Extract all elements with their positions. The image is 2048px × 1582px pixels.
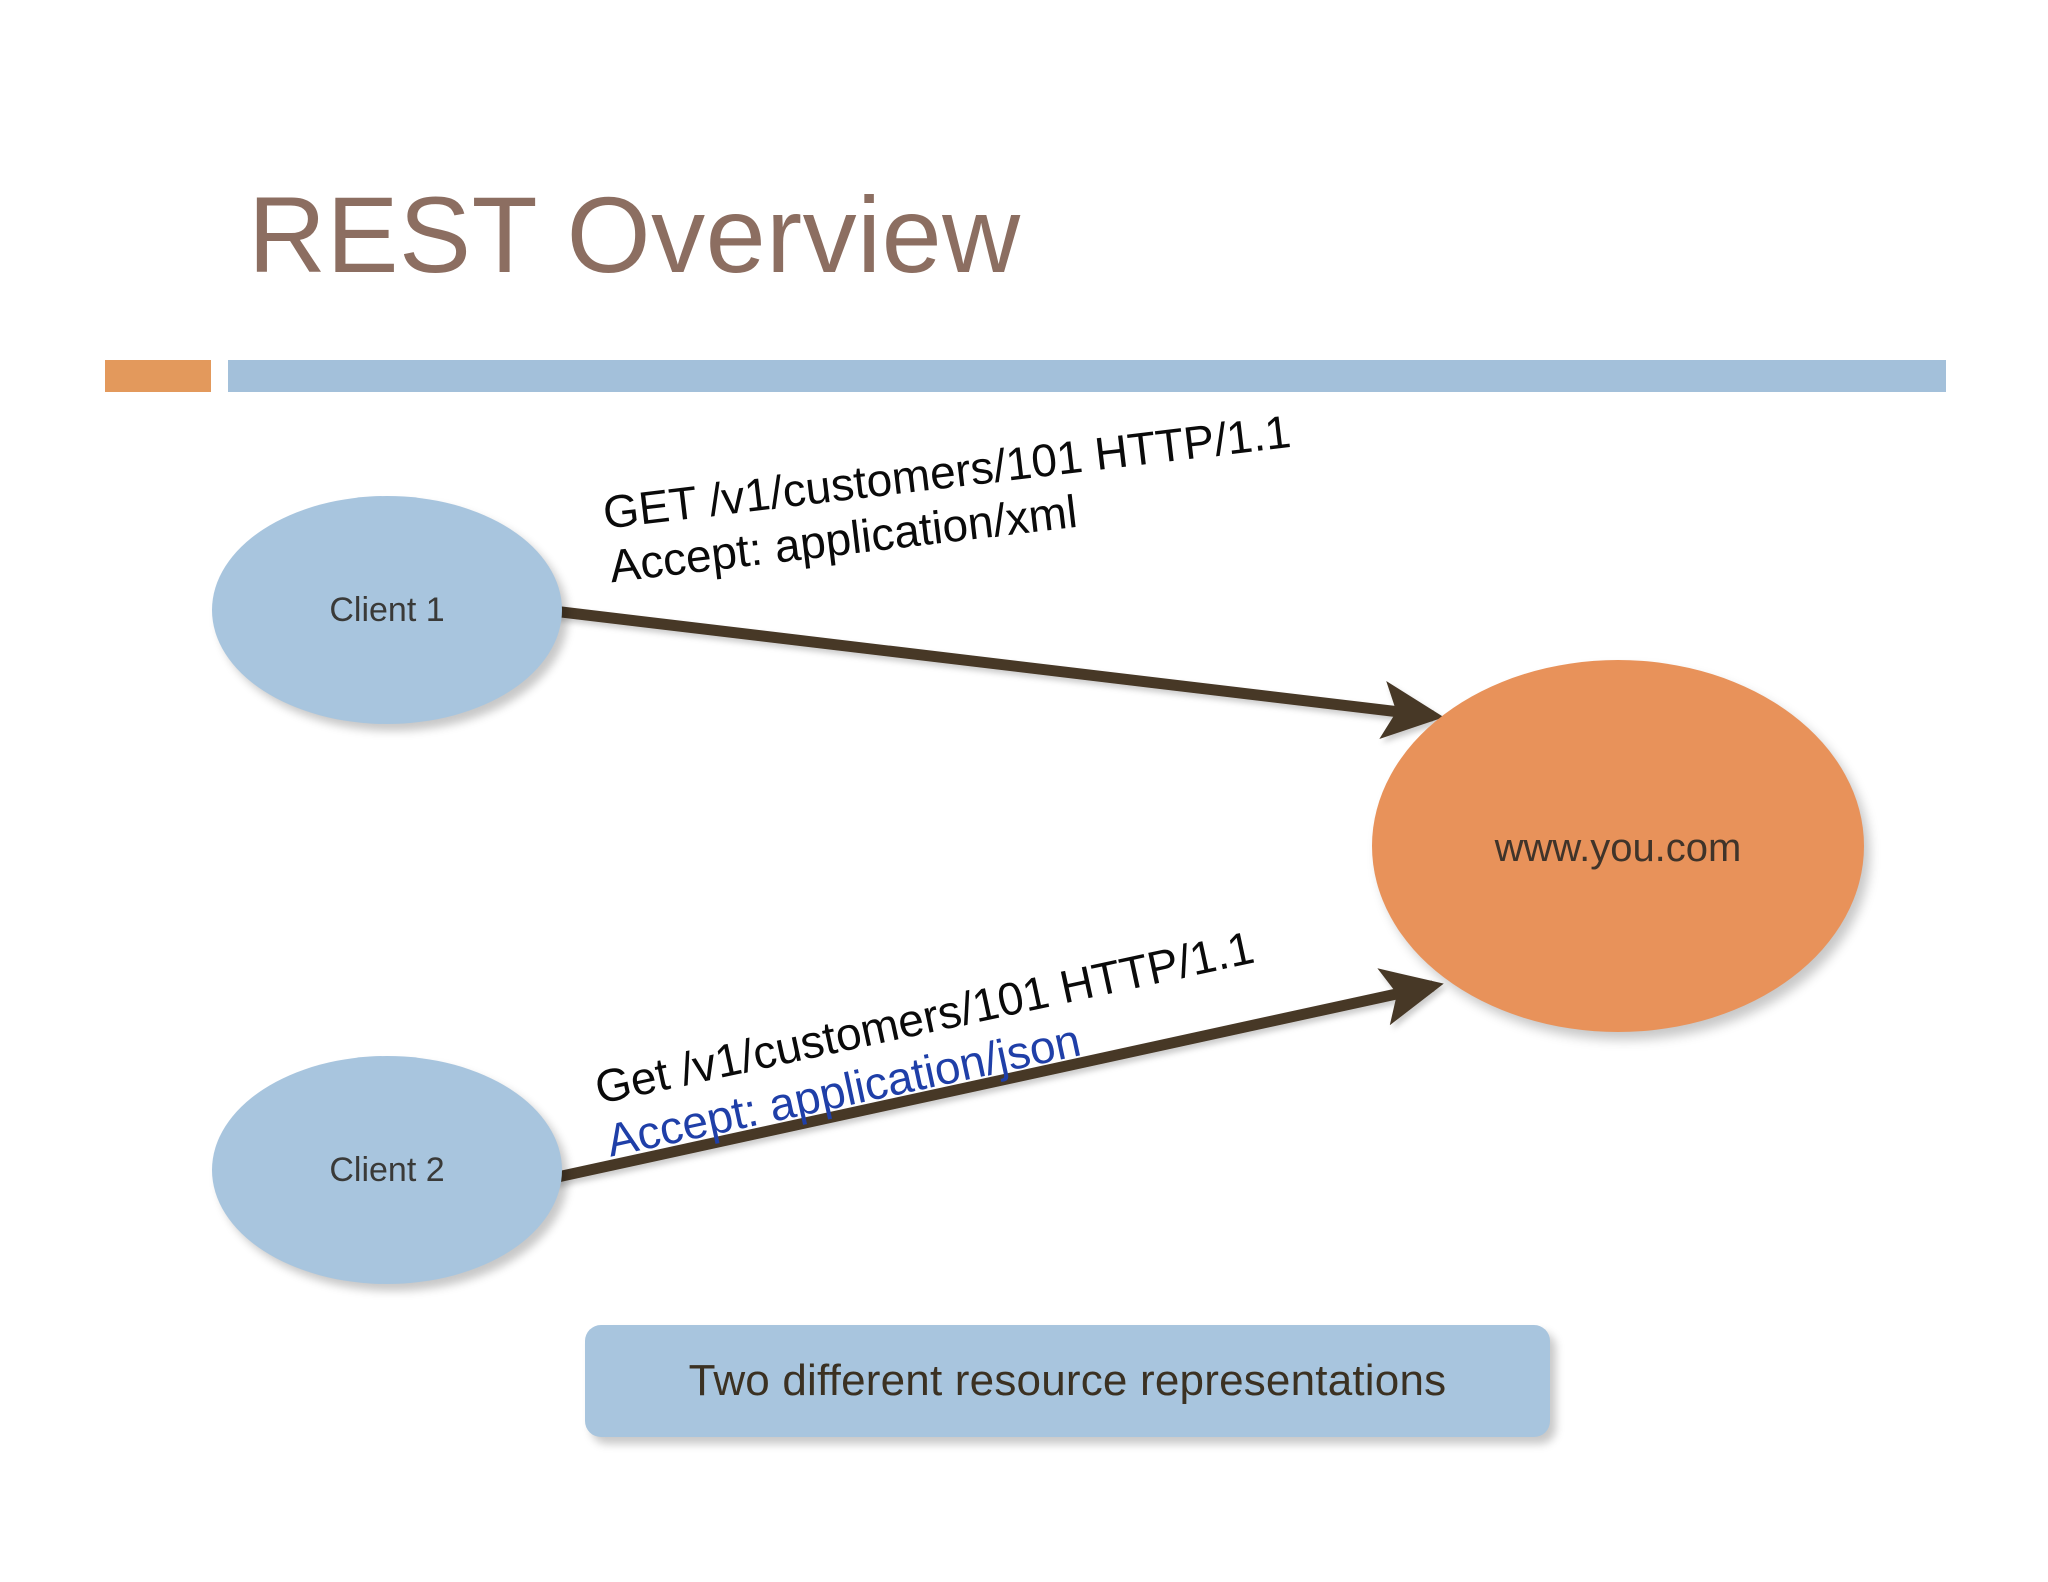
page-title: REST Overview (248, 174, 1021, 295)
caption-text: Two different resource representations (688, 1356, 1447, 1405)
node-client-2[interactable]: Client 2 (212, 1056, 562, 1284)
title-accent-block (105, 360, 211, 392)
arrow-client1-to-server (552, 605, 1444, 739)
node-server[interactable]: www.you.com (1372, 660, 1864, 1032)
node-client-1[interactable]: Client 1 (212, 496, 562, 724)
request-label-json: Get /v1/customers/101 HTTP/1.1 Accept: a… (590, 920, 1270, 1168)
caption-box: Two different resource representations (585, 1325, 1550, 1437)
request-label-xml: GET /v1/customers/101 HTTP/1.1 Accept: a… (600, 404, 1300, 594)
node-server-label: www.you.com (1494, 825, 1742, 870)
node-client-1-label: Client 1 (329, 590, 445, 629)
node-client-2-label: Client 2 (329, 1150, 445, 1189)
title-divider-bar (228, 360, 1946, 392)
